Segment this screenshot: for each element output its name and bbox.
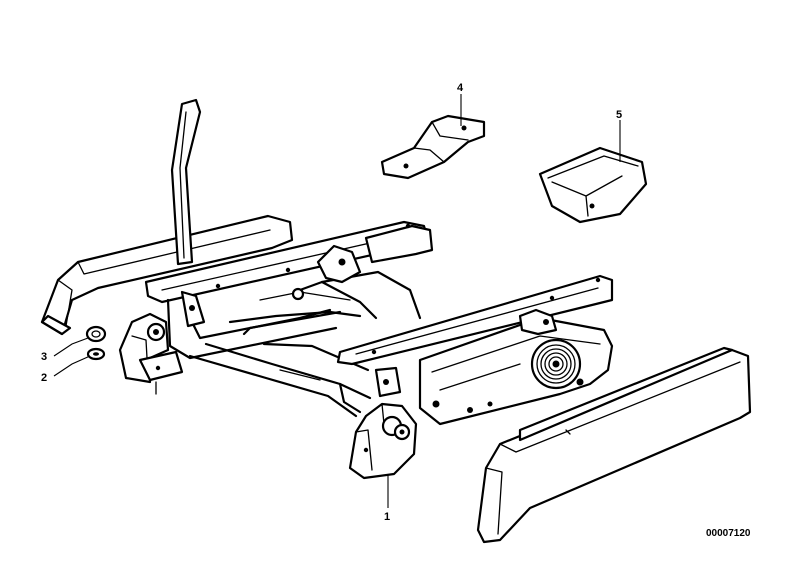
left-seat-rail [144,220,434,304]
callout-3: 3 [41,351,47,363]
callout-4: 4 [457,82,464,94]
small-bracket [380,114,486,180]
cover-cap [538,146,648,224]
right-rail-cover [476,346,752,544]
bushing [85,325,107,343]
document-number: 00007120 [706,528,751,539]
leader-line-3 [53,337,89,357]
front-adjuster-bracket [348,402,418,480]
callout-1: 1 [384,511,390,523]
right-seat-rail [336,274,614,366]
callout-5: 5 [616,109,622,121]
callout-2: 2 [41,372,47,384]
left-rail-cover [40,214,294,336]
leader-lines [53,94,621,508]
washer [86,347,106,361]
spiral-spring [530,338,584,390]
leader-line-2 [53,355,91,377]
adjustment-lever [170,98,202,266]
left-base-bracket [118,312,184,395]
upper-cross-frame [166,244,422,360]
